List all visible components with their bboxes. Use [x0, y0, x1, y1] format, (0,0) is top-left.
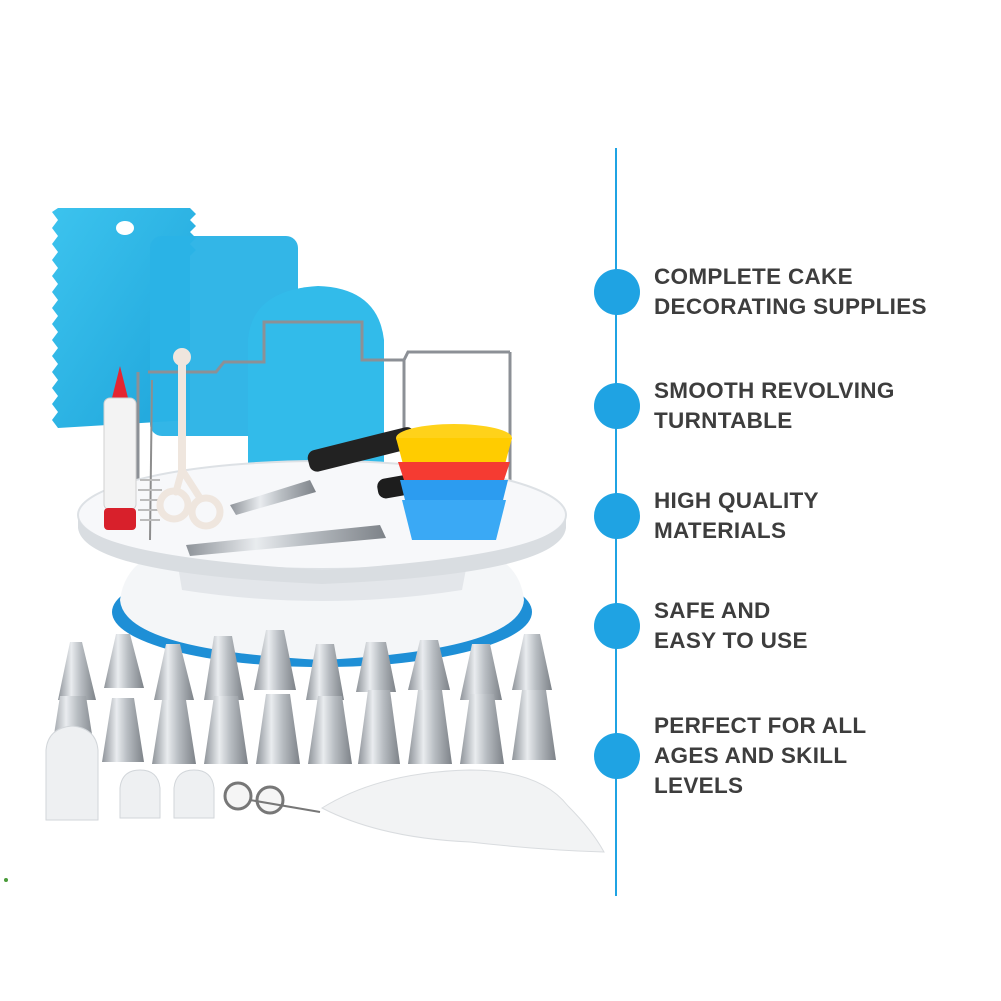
feature-text: PERFECT FOR ALL AGES AND SKILL LEVELS: [654, 713, 867, 798]
cleaning-brush: [138, 379, 162, 541]
bullet-dot-icon: [594, 269, 640, 315]
bullet-dot-icon: [594, 733, 640, 779]
bullet-dot-icon: [594, 493, 640, 539]
bullet-dot-icon: [594, 603, 640, 649]
feature-text: COMPLETE CAKE DECORATING SUPPLIES: [654, 264, 927, 319]
pastry-bag: [320, 769, 605, 853]
flower-nails: [223, 781, 321, 815]
decorating-pen: [103, 366, 137, 530]
couplers: [45, 725, 215, 821]
feature-text: SMOOTH REVOLVING TURNTABLE: [654, 378, 895, 433]
flower-lifter: [156, 356, 224, 530]
feature-text: SAFE AND EASY TO USE: [654, 598, 808, 653]
feature-item: SAFE AND EASY TO USE: [594, 581, 994, 671]
feature-item: SMOOTH REVOLVING TURNTABLE: [594, 361, 994, 451]
product-image: [4, 208, 605, 882]
feature-item: HIGH QUALITY MATERIALS: [594, 471, 994, 561]
rounded-scraper: [248, 286, 384, 470]
bullet-dot-icon: [594, 383, 640, 429]
feature-item: COMPLETE CAKE DECORATING SUPPLIES: [594, 247, 994, 337]
feature-item: PERFECT FOR ALL AGES AND SKILL LEVELS: [594, 711, 994, 801]
piping-tips: [50, 630, 556, 764]
feature-text: HIGH QUALITY MATERIALS: [654, 488, 819, 543]
silicone-cupcake-cups: [396, 424, 512, 540]
